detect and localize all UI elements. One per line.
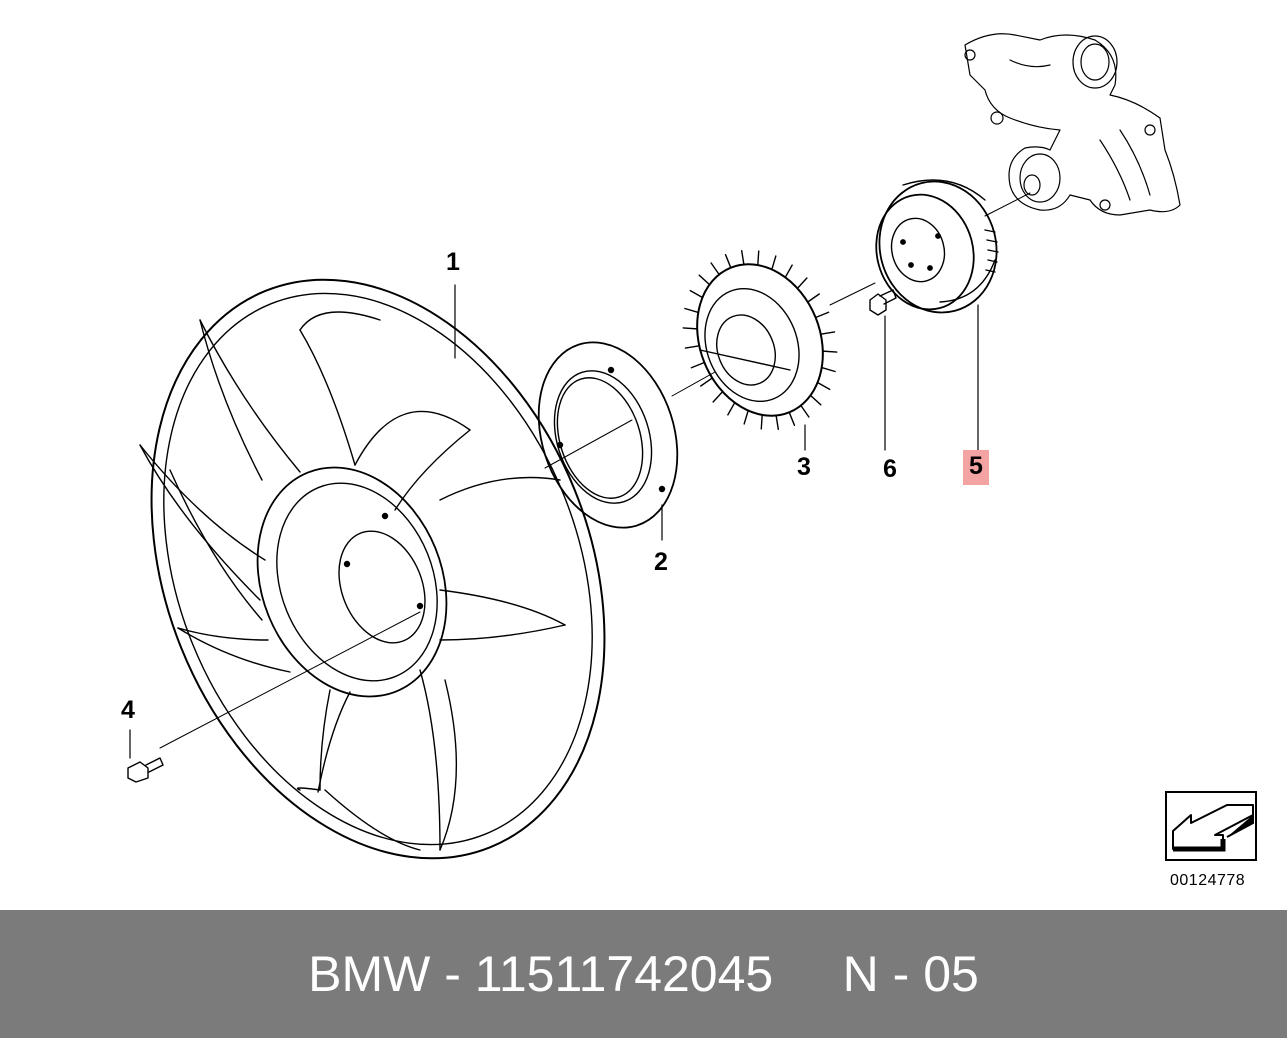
footer-part-label: BMW - 11511742045 N - 05 [308,946,979,1002]
cooling-fin [710,262,720,276]
callout-4: 4 [121,696,135,724]
cooling-fin [727,401,736,416]
cooling-fin [682,327,698,330]
bolt-part-4 [127,757,164,783]
footer-bar: BMW - 11511742045 N - 05 [0,910,1287,1038]
cooling-fin [724,253,732,269]
cooling-fin [757,250,760,266]
exploded-parts-diagram [127,33,1181,860]
cooling-fin [788,411,796,427]
cooling-fin [740,249,745,266]
center-axis [159,192,1031,749]
cooling-fin [784,264,793,279]
cooling-fin [820,331,836,335]
cooling-fin [684,345,700,349]
cooling-fin [743,409,749,425]
bolt-part-6 [869,289,897,316]
cooling-fin [822,350,838,353]
cooling-fin [690,361,706,369]
callout-3: 3 [797,453,811,481]
pulley-part-5 [875,179,999,314]
cooling-fin [821,366,836,373]
cooling-fin [689,289,704,299]
viscous-coupling-part-3 [682,249,838,431]
cooling-fin [816,381,831,391]
ring-part-2 [537,341,679,529]
cooling-fin [700,377,713,387]
direction-arrow-box [1165,791,1257,861]
callout-6: 6 [883,455,897,483]
cooling-fin [771,255,777,271]
callout-1: 1 [446,248,460,276]
cooling-fin [684,307,699,314]
cooling-fin [796,277,808,290]
cooling-fin [814,311,830,319]
fan-part-1 [139,278,606,860]
cooling-fin [800,404,810,418]
cooling-fin [712,390,724,403]
callout-5-highlighted: 5 [963,450,989,485]
leader-lines [129,284,979,759]
water-pump-housing [964,33,1181,216]
cooling-fin [809,394,822,406]
direction-arrow-icon [1172,804,1254,852]
cooling-fin [775,414,780,431]
diagram-reference-number: 00124778 [1170,872,1246,889]
cooling-fin [760,414,763,430]
cooling-fin [807,293,820,303]
cooling-fin [698,274,711,286]
callout-2: 2 [654,548,668,576]
